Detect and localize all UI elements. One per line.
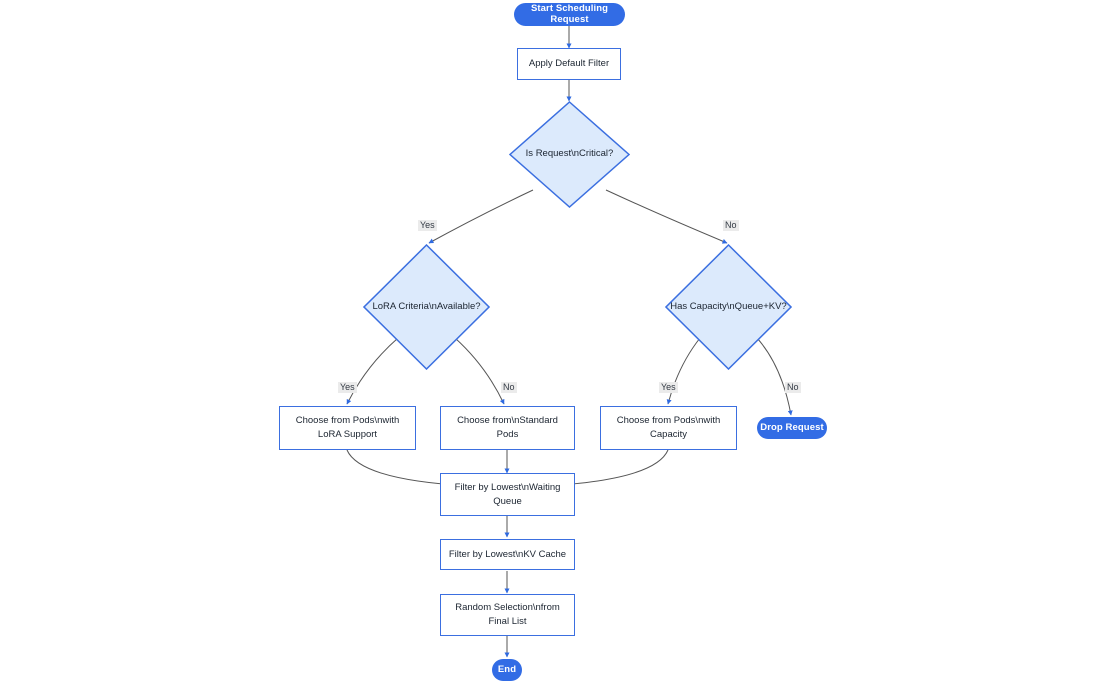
node-filter-lowest-kv-cache[interactable]: Filter by Lowest\nKV Cache xyxy=(440,539,575,570)
edge-label-capacity-yes: Yes xyxy=(659,382,678,394)
node-drop-request-label: Drop Request xyxy=(760,421,824,433)
node-end[interactable]: End xyxy=(492,659,522,681)
diamond-shape xyxy=(509,101,630,208)
node-has-capacity-queue-kv-label: Has Capacity\nQueue+KV? xyxy=(670,300,787,312)
node-random-selection-final-list[interactable]: Random Selection\nfrom Final List xyxy=(440,594,575,636)
edge-label-lora-yes: Yes xyxy=(338,382,357,394)
node-is-request-critical-label: Is Request\nCritical? xyxy=(525,148,614,160)
node-filter-lowest-waiting-queue-label-line2: Queue xyxy=(493,495,522,507)
node-choose-pods-capacity-label-line2: Capacity xyxy=(650,429,687,440)
edge-lora-criteria-to-choose-standard xyxy=(454,337,505,405)
node-start-label: Start Scheduling Request xyxy=(530,3,609,25)
node-choose-standard-pods-label-line1: Choose from\nStandard xyxy=(457,415,558,427)
edge-has-capacity-to-drop-request xyxy=(756,337,793,416)
node-filter-lowest-waiting-queue-label-line1: Filter by Lowest\nWaiting xyxy=(454,481,561,493)
node-choose-pods-lora-support-label-line2: LoRA Support xyxy=(317,429,378,440)
edge-label-critical-yes: Yes xyxy=(418,220,437,232)
node-drop-request[interactable]: Drop Request xyxy=(757,417,827,439)
node-choose-pods-capacity[interactable]: Choose from Pods\nwith Capacity xyxy=(600,406,737,450)
node-has-capacity-queue-kv[interactable]: Has Capacity\nQueue+KV? xyxy=(665,244,792,370)
node-start[interactable]: Start Scheduling Request xyxy=(514,3,625,26)
edge-has-capacity-to-choose-capacity xyxy=(666,337,701,405)
node-choose-pods-lora-support-label-line1: Choose from Pods\nwith xyxy=(295,415,400,427)
edge-lora-criteria-to-choose-lora xyxy=(346,337,399,405)
node-apply-default-filter-label: Apply Default Filter xyxy=(528,58,610,70)
node-choose-pods-capacity-label-line1: Choose from Pods\nwith xyxy=(616,415,721,427)
node-filter-lowest-waiting-queue[interactable]: Filter by Lowest\nWaiting Queue xyxy=(440,473,575,516)
edge-label-critical-no: No xyxy=(723,220,739,232)
edge-label-lora-no: No xyxy=(501,382,517,394)
diamond-shape xyxy=(363,244,490,370)
node-random-selection-final-list-label-line2: Final List xyxy=(488,616,527,627)
node-apply-default-filter[interactable]: Apply Default Filter xyxy=(517,48,621,80)
node-end-label: End xyxy=(497,663,517,675)
node-lora-criteria-available-label: LoRA Criteria\nAvailable? xyxy=(372,300,481,312)
node-is-request-critical[interactable]: Is Request\nCritical? xyxy=(509,101,630,208)
edge-label-capacity-no: No xyxy=(785,382,801,394)
node-random-selection-final-list-label-line1: Random Selection\nfrom xyxy=(455,602,560,614)
diamond-shape xyxy=(665,244,792,370)
node-filter-lowest-kv-cache-label: Filter by Lowest\nKV Cache xyxy=(448,548,567,560)
edge-is-critical-to-has-capacity xyxy=(605,189,728,244)
node-choose-standard-pods[interactable]: Choose from\nStandard Pods xyxy=(440,406,575,450)
node-choose-standard-pods-label-line2: Pods xyxy=(496,429,519,440)
edge-is-critical-to-lora-criteria xyxy=(428,189,534,244)
node-choose-pods-lora-support[interactable]: Choose from Pods\nwith LoRA Support xyxy=(279,406,416,450)
node-lora-criteria-available[interactable]: LoRA Criteria\nAvailable? xyxy=(363,244,490,370)
